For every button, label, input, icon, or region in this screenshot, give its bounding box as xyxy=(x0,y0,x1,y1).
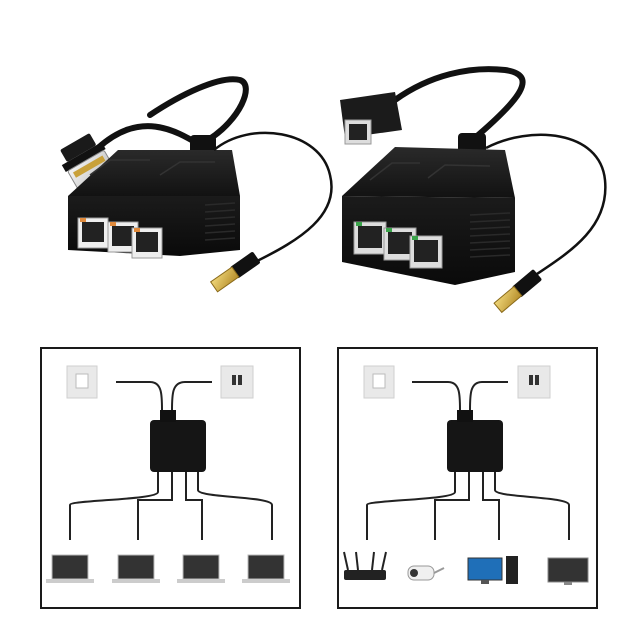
rj45-female-jack xyxy=(340,92,402,145)
laptop-icon xyxy=(242,554,290,583)
laptop-icon xyxy=(46,554,94,583)
laptop-icon xyxy=(112,554,160,583)
laptop-icon xyxy=(177,554,225,583)
desktop-computer-icon xyxy=(467,556,518,584)
splitter-hub-icon xyxy=(150,420,206,472)
wall-socket-icon xyxy=(66,365,98,399)
diagram-mixed-devices xyxy=(337,347,598,609)
usb-plug xyxy=(493,269,542,314)
rj45-port xyxy=(353,221,387,255)
wall-socket-icon xyxy=(363,365,395,399)
camera-icon xyxy=(407,565,445,581)
rj45-port xyxy=(131,227,163,259)
usb-cable xyxy=(485,133,607,282)
rj45-port xyxy=(409,235,443,269)
usb-cable xyxy=(213,131,333,264)
usb-socket-icon xyxy=(220,365,254,399)
ethernet-cable-loop xyxy=(147,76,249,143)
housing-top xyxy=(342,147,515,198)
splitter-hub-icon xyxy=(447,420,503,472)
splitter-with-female-jack xyxy=(340,66,607,314)
ethernet-cable xyxy=(95,123,203,151)
usb-plug xyxy=(209,252,260,293)
router-icon xyxy=(343,551,387,580)
diagram-laptops xyxy=(40,347,301,609)
rj45-port xyxy=(77,217,109,249)
usb-socket-icon xyxy=(517,365,551,399)
ethernet-cable xyxy=(392,66,526,145)
tv-icon xyxy=(547,557,589,585)
splitter-with-male-plug xyxy=(60,76,333,293)
